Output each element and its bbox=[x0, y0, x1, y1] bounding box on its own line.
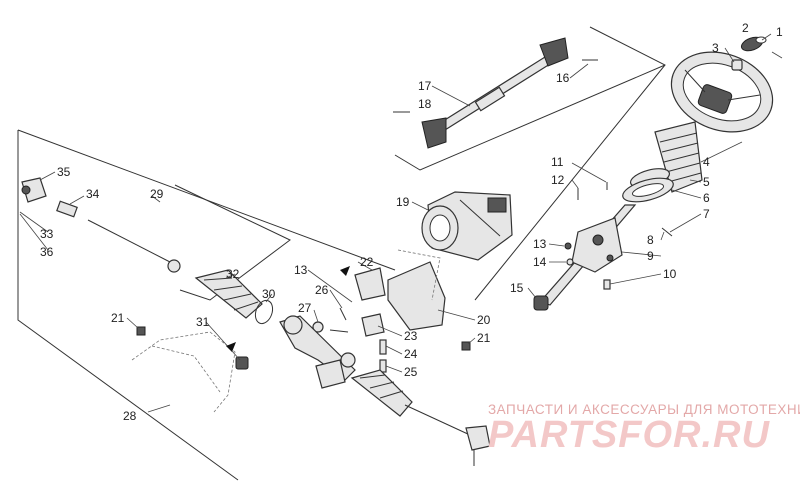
callout-15: 15 bbox=[510, 281, 524, 295]
callout-25: 25 bbox=[404, 365, 418, 379]
callout-31: 31 bbox=[196, 315, 210, 329]
right-boot bbox=[350, 369, 413, 417]
inner-tie-rod bbox=[87, 219, 181, 273]
callout-7: 7 bbox=[703, 207, 710, 221]
callout-6: 6 bbox=[703, 191, 710, 205]
callout-35: 35 bbox=[57, 165, 71, 179]
left-boot bbox=[194, 269, 263, 319]
callout-12: 12 bbox=[551, 173, 565, 187]
callout-1: 1 bbox=[776, 25, 783, 39]
callout-32: 32 bbox=[226, 267, 240, 281]
watermark-caption: ЗАПЧАСТИ И АКСЕССУАРЫ ДЛЯ МОТОТЕХНИКИ bbox=[488, 402, 800, 417]
small-hardware bbox=[564, 182, 673, 290]
rack-housing bbox=[279, 315, 356, 389]
bracket-hardware bbox=[136, 307, 471, 373]
callout-18: 18 bbox=[418, 97, 432, 111]
hub-cap bbox=[740, 36, 767, 52]
callout-16: 16 bbox=[556, 71, 570, 85]
callout-34: 34 bbox=[86, 187, 100, 201]
shaft-bolts bbox=[393, 59, 598, 113]
callout-2: 2 bbox=[742, 21, 749, 35]
rack-bushing bbox=[235, 356, 249, 370]
callout-5: 5 bbox=[703, 175, 710, 189]
leader-lines bbox=[19, 33, 783, 413]
callout-24: 24 bbox=[404, 347, 418, 361]
callout-28: 28 bbox=[123, 409, 137, 423]
callout-20: 20 bbox=[477, 313, 491, 327]
callout-26: 26 bbox=[315, 283, 329, 297]
callout-13-column: 13 bbox=[533, 237, 547, 251]
callout-labels: 1 2 3 4 5 6 7 8 9 10 11 12 13 14 15 16 1… bbox=[40, 21, 783, 423]
callout-23: 23 bbox=[404, 329, 418, 343]
watermark-logo: PARTSFOR.RU bbox=[488, 414, 770, 456]
callout-10: 10 bbox=[663, 267, 677, 281]
callout-4: 4 bbox=[703, 155, 710, 169]
callout-30: 30 bbox=[262, 287, 276, 301]
callout-22: 22 bbox=[360, 255, 374, 269]
boot-clamp bbox=[254, 299, 274, 325]
eps-motor bbox=[421, 191, 513, 261]
callout-27: 27 bbox=[298, 301, 312, 315]
callout-21-bracket: 21 bbox=[477, 331, 491, 345]
callout-21-frame: 21 bbox=[111, 311, 125, 325]
callout-3: 3 bbox=[712, 41, 719, 55]
callout-19: 19 bbox=[396, 195, 410, 209]
column-collar bbox=[622, 177, 674, 203]
callout-8: 8 bbox=[647, 233, 654, 247]
callout-9: 9 bbox=[647, 249, 654, 263]
callout-33: 33 bbox=[40, 227, 54, 241]
callout-36: 36 bbox=[40, 245, 54, 259]
steering-column bbox=[538, 204, 637, 306]
steering-wheel bbox=[670, 51, 774, 133]
intermediate-shaft bbox=[421, 37, 569, 149]
left-tie-rod-end bbox=[17, 177, 47, 214]
hub-nut bbox=[731, 59, 743, 71]
column-boot bbox=[654, 121, 703, 193]
callout-11: 11 bbox=[551, 155, 564, 169]
arrow-markers bbox=[226, 266, 350, 352]
callout-13-bracket: 13 bbox=[294, 263, 308, 277]
callout-17: 17 bbox=[418, 79, 432, 93]
jam-nut bbox=[56, 200, 78, 218]
motor-bracket bbox=[354, 261, 446, 331]
callout-29: 29 bbox=[150, 187, 164, 201]
group-frames bbox=[17, 26, 666, 481]
right-tie-rod bbox=[404, 404, 491, 466]
column-bushing bbox=[533, 295, 549, 311]
callout-14: 14 bbox=[533, 255, 547, 269]
frame-mount-sketch bbox=[131, 249, 441, 413]
